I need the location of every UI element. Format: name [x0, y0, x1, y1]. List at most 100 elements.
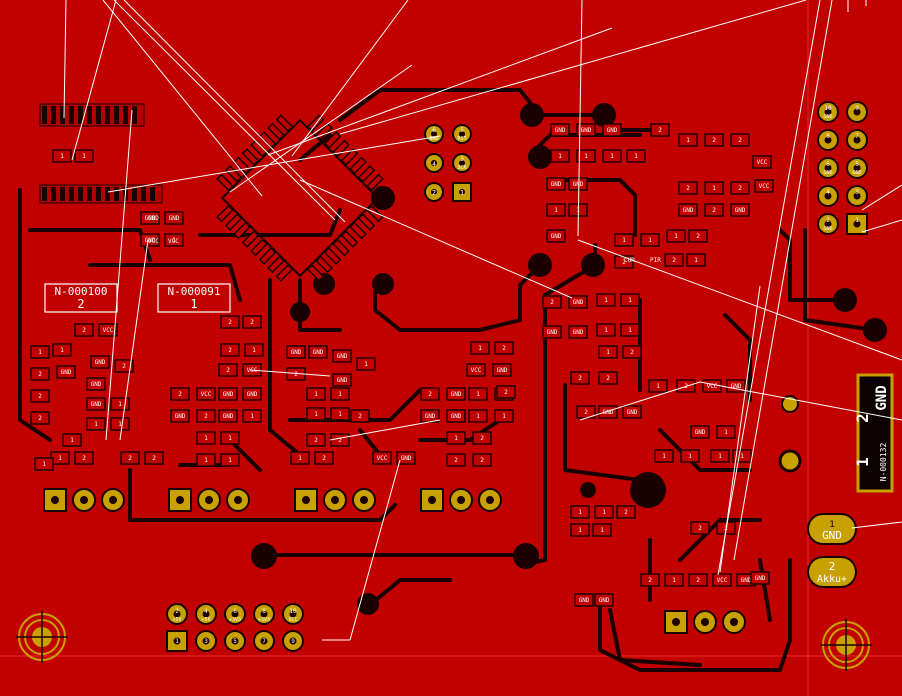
smd-pad[interactable] — [220, 343, 240, 357]
smd-pad[interactable] — [614, 233, 634, 247]
smd-pad[interactable] — [494, 341, 514, 355]
smd-pad[interactable] — [576, 149, 596, 163]
smd-pad[interactable] — [86, 377, 106, 391]
smd-pad[interactable] — [690, 425, 710, 439]
smd-pad[interactable] — [140, 233, 160, 247]
smd-pad[interactable] — [542, 295, 562, 309]
power-connector[interactable]: 2 GND 1 N-000132 — [778, 373, 894, 493]
smd-pad[interactable] — [290, 451, 310, 465]
smd-pad[interactable] — [732, 449, 752, 463]
smd-pad[interactable] — [542, 325, 562, 339]
smd-pad[interactable] — [170, 387, 190, 401]
smd-pad[interactable] — [90, 355, 110, 369]
smd-pad[interactable] — [640, 573, 660, 587]
smd-pad[interactable] — [308, 345, 328, 359]
smd-pad[interactable] — [680, 449, 700, 463]
smd-pad[interactable] — [314, 451, 334, 465]
smd-pad[interactable] — [550, 149, 570, 163]
smd-pad[interactable] — [114, 359, 134, 373]
smd-pad[interactable] — [242, 387, 262, 401]
smd-pad[interactable] — [570, 523, 590, 537]
smd-pad[interactable] — [678, 181, 698, 195]
smd-pad[interactable] — [330, 407, 350, 421]
smd-pad[interactable] — [196, 387, 216, 401]
smd-pad[interactable] — [62, 433, 82, 447]
smd-pad[interactable] — [688, 573, 708, 587]
smd-pad[interactable] — [164, 211, 184, 225]
smd-pad[interactable] — [650, 123, 670, 137]
smd-pad[interactable] — [350, 409, 370, 423]
smd-pad[interactable] — [144, 451, 164, 465]
smd-pad[interactable] — [446, 409, 466, 423]
smd-pad[interactable] — [220, 453, 240, 467]
smd-pad[interactable] — [704, 133, 724, 147]
smd-pad[interactable] — [74, 323, 94, 337]
smd-pad[interactable] — [648, 379, 668, 393]
smd-pad[interactable] — [596, 293, 616, 307]
smd-pad[interactable] — [598, 345, 618, 359]
prog-header[interactable]: 6 GND 5 RST 4 3 SCK 2 1 — [424, 124, 472, 202]
smd-pad[interactable] — [574, 593, 594, 607]
smd-pad[interactable] — [654, 449, 674, 463]
qfp-main-ic[interactable] — [198, 96, 402, 300]
smd-pad[interactable] — [686, 253, 706, 267]
smd-pad[interactable] — [220, 315, 240, 329]
smd-pad[interactable] — [164, 233, 184, 247]
smd-pad[interactable] — [678, 133, 698, 147]
smd-pad[interactable] — [34, 457, 54, 471]
smd-pad[interactable] — [220, 431, 240, 445]
smd-pad[interactable] — [596, 323, 616, 337]
smd-pad[interactable] — [550, 123, 570, 137]
smd-pad[interactable] — [598, 371, 618, 385]
smd-pad[interactable] — [622, 345, 642, 359]
smd-pad[interactable] — [218, 363, 238, 377]
smd-pad[interactable] — [332, 349, 352, 363]
smd-pad[interactable] — [120, 451, 140, 465]
smd-pad[interactable] — [86, 397, 106, 411]
smd-pad[interactable] — [568, 325, 588, 339]
smd-pad[interactable] — [620, 323, 640, 337]
smd-pad[interactable] — [546, 229, 566, 243]
smd-pad[interactable] — [332, 373, 352, 387]
smd-pad[interactable] — [688, 229, 708, 243]
smd-pad[interactable] — [242, 315, 262, 329]
smd-pad[interactable] — [218, 409, 238, 423]
smd-pad[interactable] — [754, 179, 774, 193]
smd-pad[interactable] — [626, 149, 646, 163]
smd-pad[interactable] — [594, 593, 614, 607]
smd-pad[interactable] — [752, 155, 772, 169]
smd-pad[interactable] — [570, 505, 590, 519]
net-label-mid[interactable]: N-000091 1 — [157, 283, 231, 313]
smd-pad[interactable] — [356, 357, 376, 371]
smd-pad[interactable] — [196, 409, 216, 423]
smd-pad[interactable] — [664, 573, 684, 587]
smd-pad[interactable] — [86, 417, 106, 431]
smd-pad[interactable] — [396, 451, 416, 465]
smd-pad[interactable] — [372, 451, 392, 465]
smd-pad[interactable] — [640, 233, 660, 247]
smd-pad[interactable] — [598, 405, 618, 419]
smd-pad[interactable] — [704, 181, 724, 195]
smd-pad[interactable] — [570, 371, 590, 385]
smd-pad[interactable] — [468, 409, 488, 423]
smd-pad[interactable] — [446, 431, 466, 445]
smd-pad[interactable] — [602, 149, 622, 163]
smd-pad[interactable] — [730, 181, 750, 195]
smd-pad[interactable] — [468, 387, 488, 401]
smd-pad[interactable] — [306, 433, 326, 447]
smd-pad[interactable] — [546, 203, 566, 217]
smd-pad[interactable] — [710, 449, 730, 463]
smd-pad[interactable] — [74, 451, 94, 465]
smd-pad[interactable] — [664, 253, 684, 267]
smd-pad[interactable] — [330, 387, 350, 401]
smd-pad[interactable] — [576, 123, 596, 137]
smd-pad[interactable] — [306, 407, 326, 421]
smd-pad[interactable] — [494, 409, 514, 423]
smd-pad[interactable] — [622, 405, 642, 419]
smd-pad[interactable] — [30, 389, 50, 403]
smd-pad[interactable] — [110, 417, 130, 431]
smd-pad[interactable] — [218, 387, 238, 401]
